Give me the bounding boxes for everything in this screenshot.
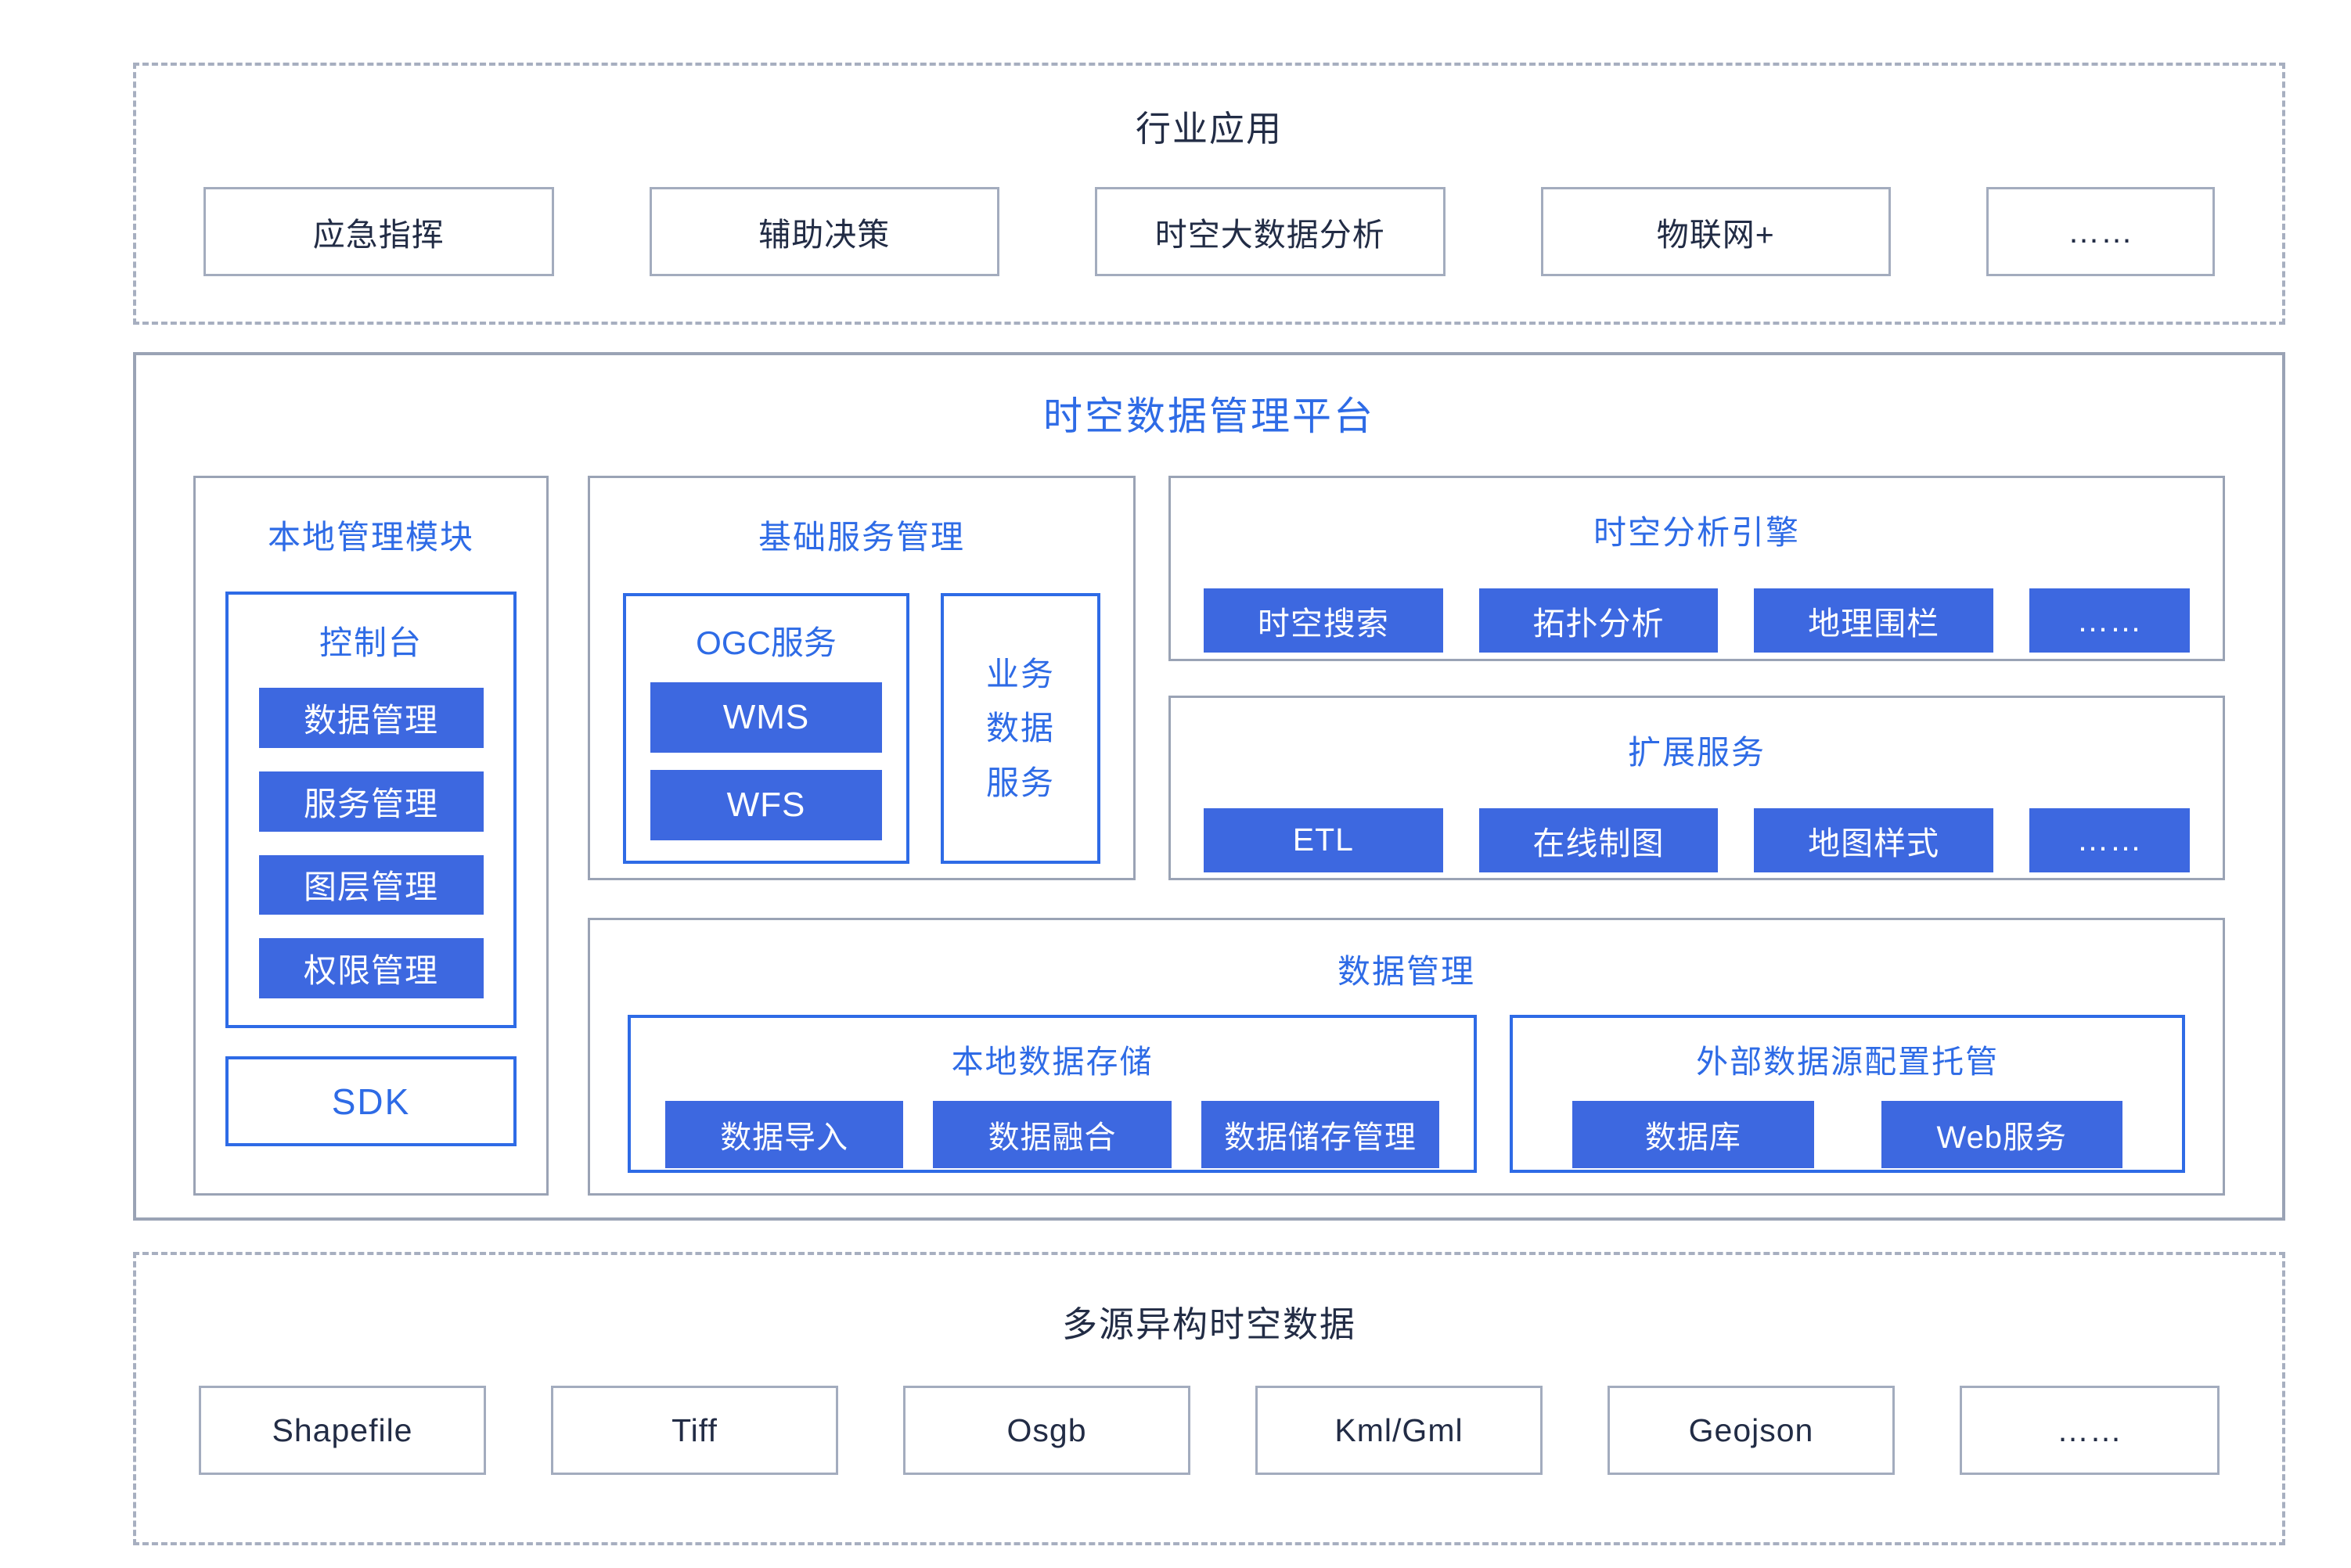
sdk-box: SDK <box>225 1056 517 1146</box>
data-management-module: 数据管理 本地数据存储 数据导入 数据融合 数据储存管理 外部数据源配置托管 <box>588 918 2225 1196</box>
extended-button-map-style: 地图样式 <box>1754 807 1994 872</box>
platform-right-column: 基础服务管理 OGC服务 WMS WFS 业务 数据 服务 时空分析引擎 <box>588 476 2225 1196</box>
datasource-box-row: Shapefile Tiff Osgb Kml/Gml Geojson …… <box>136 1386 2282 1475</box>
console-title: 控制台 <box>319 624 423 661</box>
engine-button-topology-analysis: 拓扑分析 <box>1478 588 1719 653</box>
basic-service-inner: OGC服务 WMS WFS 业务 数据 服务 <box>623 593 1100 864</box>
console-button-permission-management: 权限管理 <box>258 938 484 998</box>
console-panel: 控制台 数据管理 服务管理 图层管理 权限管理 <box>225 592 517 1028</box>
ogc-service-title: OGC服务 <box>696 624 837 662</box>
analysis-engine-module: 时空分析引擎 时空搜索 拓扑分析 地理围栏 …… <box>1168 476 2225 661</box>
platform-grid: 本地管理模块 控制台 数据管理 服务管理 图层管理 权限管理 SDK 基础服务管… <box>193 476 2225 1196</box>
industry-section-title: 行业应用 <box>1135 109 1283 149</box>
storage-button-data-storage-management: 数据储存管理 <box>1201 1101 1440 1168</box>
datasource-item-tiff: Tiff <box>551 1386 838 1475</box>
data-management-row: 本地数据存储 数据导入 数据融合 数据储存管理 外部数据源配置托管 数据库 We… <box>628 1015 2186 1173</box>
engine-button-geofence: 地理围栏 <box>1754 588 1994 653</box>
external-button-database: 数据库 <box>1572 1101 1814 1168</box>
extended-button-online-mapping: 在线制图 <box>1478 807 1719 872</box>
platform-title: 时空数据管理平台 <box>1043 394 1375 438</box>
console-button-service-management: 服务管理 <box>258 771 484 832</box>
extended-service-module: 扩展服务 ETL 在线制图 地图样式 …… <box>1168 695 2225 880</box>
business-data-service-box: 业务 数据 服务 <box>941 593 1100 864</box>
extended-service-buttons: ETL 在线制图 地图样式 …… <box>1204 807 2191 872</box>
datasource-item-ellipsis: …… <box>1960 1386 2220 1475</box>
local-data-storage-title: 本地数据存储 <box>951 1044 1154 1080</box>
ogc-button-wms: WMS <box>650 682 882 753</box>
external-datasource-buttons: 数据库 Web服务 <box>1513 1101 2182 1168</box>
external-datasource-panel: 外部数据源配置托管 数据库 Web服务 <box>1510 1015 2186 1173</box>
extended-service-title: 扩展服务 <box>1627 733 1766 771</box>
console-button-layer-management: 图层管理 <box>258 854 484 915</box>
analysis-engine-title: 时空分析引擎 <box>1593 514 1800 551</box>
engine-stack: 时空分析引擎 时空搜索 拓扑分析 地理围栏 …… 扩展服务 ETL 在线制图 <box>1168 476 2225 880</box>
local-management-module: 本地管理模块 控制台 数据管理 服务管理 图层管理 权限管理 SDK <box>193 476 549 1196</box>
ogc-service-panel: OGC服务 WMS WFS <box>623 593 909 864</box>
extended-button-ellipsis: …… <box>2029 807 2191 872</box>
engine-button-ellipsis: …… <box>2029 588 2191 653</box>
datasource-item-shapefile: Shapefile <box>199 1386 486 1475</box>
industry-item-bigdata-analysis: 时空大数据分析 <box>1095 187 1446 276</box>
local-module-title: 本地管理模块 <box>267 519 474 556</box>
external-button-web-service: Web服务 <box>1881 1101 2123 1168</box>
engine-button-spatiotemporal-search: 时空搜索 <box>1204 588 1443 653</box>
platform-top-row: 基础服务管理 OGC服务 WMS WFS 业务 数据 服务 时空分析引擎 <box>588 476 2225 880</box>
datasource-item-geojson: Geojson <box>1608 1386 1895 1475</box>
basic-service-module: 基础服务管理 OGC服务 WMS WFS 业务 数据 服务 <box>588 476 1136 880</box>
datasource-item-osgb: Osgb <box>903 1386 1190 1475</box>
basic-service-title: 基础服务管理 <box>758 519 965 556</box>
industry-applications-section: 行业应用 应急指挥 辅助决策 时空大数据分析 物联网+ …… <box>133 63 2285 325</box>
industry-item-decision-support: 辅助决策 <box>649 187 999 276</box>
industry-item-ellipsis: …… <box>1986 187 2215 276</box>
local-data-storage-panel: 本地数据存储 数据导入 数据融合 数据储存管理 <box>628 1015 1478 1173</box>
data-management-title: 数据管理 <box>1337 953 1475 990</box>
platform-section: 时空数据管理平台 本地管理模块 控制台 数据管理 服务管理 图层管理 权限管理 … <box>133 352 2285 1221</box>
ogc-button-wfs: WFS <box>650 769 882 840</box>
storage-button-data-fusion: 数据融合 <box>933 1101 1172 1168</box>
datasource-section-title: 多源异构时空数据 <box>1061 1304 1356 1344</box>
industry-item-emergency-command: 应急指挥 <box>203 187 554 276</box>
datasource-section: 多源异构时空数据 Shapefile Tiff Osgb Kml/Gml Geo… <box>133 1252 2285 1545</box>
datasource-item-kml-gml: Kml/Gml <box>1255 1386 1543 1475</box>
analysis-engine-buttons: 时空搜索 拓扑分析 地理围栏 …… <box>1204 588 2191 653</box>
local-data-storage-buttons: 数据导入 数据融合 数据储存管理 <box>631 1101 1474 1168</box>
console-button-data-management: 数据管理 <box>258 688 484 748</box>
external-datasource-title: 外部数据源配置托管 <box>1696 1044 2000 1080</box>
extended-button-etl: ETL <box>1204 807 1443 872</box>
industry-item-iot-plus: 物联网+ <box>1540 187 1891 276</box>
industry-box-row: 应急指挥 辅助决策 时空大数据分析 物联网+ …… <box>136 187 2282 276</box>
storage-button-data-import: 数据导入 <box>665 1101 904 1168</box>
